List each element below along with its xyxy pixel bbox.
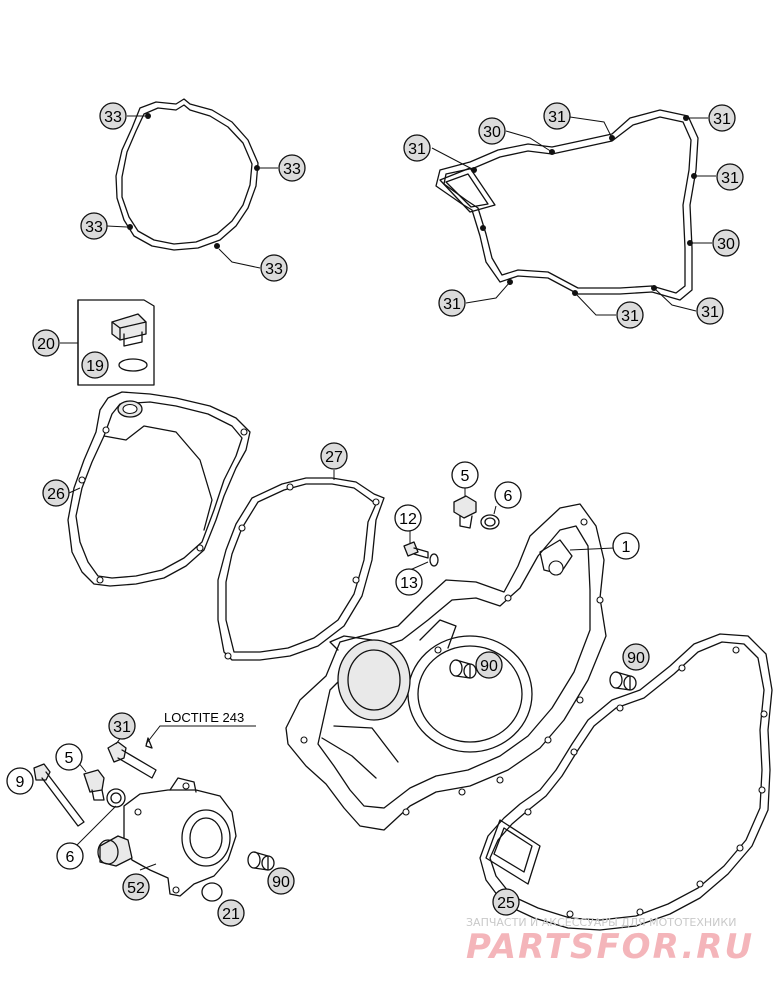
callout-1: 1 <box>612 532 640 560</box>
bushing-90-a <box>449 659 477 679</box>
callout-52: 52 <box>122 873 150 901</box>
callout-9: 9 <box>6 767 34 795</box>
o-ring-21 <box>201 882 223 902</box>
gasket-27 <box>217 470 385 661</box>
callout-31: 31 <box>543 102 571 130</box>
svg-text:90: 90 <box>272 874 290 891</box>
svg-text:6: 6 <box>66 849 75 866</box>
callout-6: 6 <box>494 481 522 509</box>
callout-33: 33 <box>99 102 127 130</box>
callout-31: 31 <box>108 712 136 740</box>
bolt-31-lower <box>107 725 256 779</box>
svg-text:31: 31 <box>408 141 426 158</box>
svg-text:19: 19 <box>86 358 104 375</box>
svg-text:31: 31 <box>548 109 566 126</box>
svg-text:13: 13 <box>400 575 418 592</box>
svg-text:12: 12 <box>399 511 417 528</box>
callout-5: 5 <box>55 743 83 771</box>
callout-31: 31 <box>696 297 724 325</box>
loctite-note: LOCTITE 243 <box>164 710 244 725</box>
callout-21: 21 <box>217 899 245 927</box>
callout-13: 13 <box>395 568 423 596</box>
svg-text:33: 33 <box>104 109 122 126</box>
callout-33: 33 <box>278 154 306 182</box>
outer-clutch-cover-26 <box>67 391 251 587</box>
callout-19: 19 <box>81 351 109 379</box>
callout-31: 31 <box>708 104 736 132</box>
callout-90: 90 <box>622 643 650 671</box>
svg-text:5: 5 <box>65 750 74 767</box>
callout-30: 30 <box>712 229 740 257</box>
callout-26: 26 <box>42 479 70 507</box>
callout-6: 6 <box>56 842 84 870</box>
svg-text:31: 31 <box>701 304 719 321</box>
svg-text:52: 52 <box>127 880 145 897</box>
callout-12: 12 <box>394 504 422 532</box>
svg-text:21: 21 <box>222 906 240 923</box>
screw-12 <box>403 530 439 571</box>
callout-27: 27 <box>320 442 348 470</box>
bolt-9 <box>33 763 85 827</box>
clutch-cover-1 <box>285 503 615 831</box>
watermark-tagline: ЗАПЧАСТИ И АКСЕССУАРЫ ДЛЯ МОТОТЕХНИКИ <box>466 916 736 929</box>
svg-text:1: 1 <box>622 539 631 556</box>
svg-text:27: 27 <box>325 449 343 466</box>
svg-text:90: 90 <box>480 658 498 675</box>
svg-text:26: 26 <box>47 486 65 503</box>
svg-text:30: 30 <box>483 124 501 141</box>
water-pump-cover-52 <box>97 777 237 897</box>
bushing-90-c <box>247 851 275 871</box>
svg-text:31: 31 <box>621 308 639 325</box>
callout-25: 25 <box>492 888 520 916</box>
svg-text:33: 33 <box>85 219 103 236</box>
svg-text:6: 6 <box>504 488 513 505</box>
filler-plug-kit <box>60 299 155 386</box>
gasket-31 <box>431 109 716 316</box>
svg-text:33: 33 <box>265 261 283 278</box>
svg-text:33: 33 <box>283 161 301 178</box>
svg-text:31: 31 <box>721 170 739 187</box>
svg-text:5: 5 <box>461 468 470 485</box>
callout-31: 31 <box>403 134 431 162</box>
callout-90: 90 <box>267 867 295 895</box>
callout-30: 30 <box>478 117 506 145</box>
svg-text:31: 31 <box>713 111 731 128</box>
watermark: ЗАПЧАСТИ И АКСЕССУАРЫ ДЛЯ МОТОТЕХНИКИ PA… <box>466 916 754 967</box>
callout-31: 31 <box>716 163 744 191</box>
callout-90: 90 <box>475 651 503 679</box>
callout-33: 33 <box>260 254 288 282</box>
plug-5-upper <box>453 488 500 530</box>
svg-text:25: 25 <box>497 895 515 912</box>
callout-31: 31 <box>616 301 644 329</box>
watermark-brand: PARTSFOR.RU <box>466 927 754 967</box>
svg-text:31: 31 <box>443 296 461 313</box>
gasket-25 <box>479 633 773 931</box>
svg-text:9: 9 <box>16 774 25 791</box>
gasket-33 <box>106 98 278 269</box>
bushing-90-b <box>609 671 637 691</box>
callouts: 33 33 33 33 31 30 31 31 31 30 31 31 31 2… <box>6 102 744 927</box>
svg-text:31: 31 <box>113 719 131 736</box>
svg-text:30: 30 <box>717 236 735 253</box>
callout-33: 33 <box>80 212 108 240</box>
plug-5-lower <box>75 761 126 847</box>
callout-5: 5 <box>451 461 479 489</box>
callout-20: 20 <box>32 329 60 357</box>
svg-text:90: 90 <box>627 650 645 667</box>
callout-31: 31 <box>438 289 466 317</box>
svg-text:20: 20 <box>37 336 55 353</box>
